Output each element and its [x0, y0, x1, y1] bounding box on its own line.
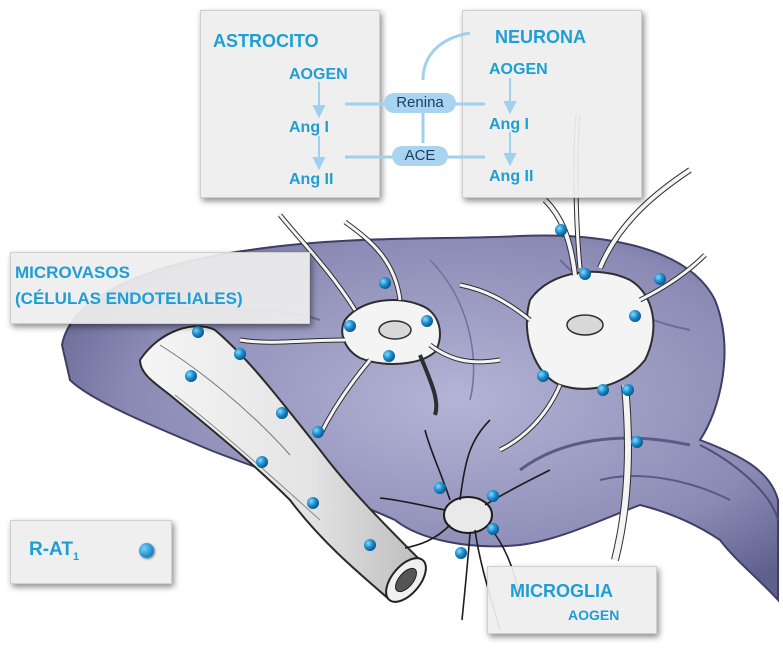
- receptor-dot: [579, 268, 591, 280]
- receptor-dot: [307, 497, 319, 509]
- microglia-title: MICROGLIA: [510, 581, 613, 602]
- astrocito-panel: ASTROCITO AOGEN Ang I Ang II: [200, 10, 380, 198]
- receptor-dot: [364, 539, 376, 551]
- receptor-dot: [455, 547, 467, 559]
- microglia-panel: MICROGLIA AOGEN: [487, 566, 657, 634]
- neurona-aogen: AOGEN: [489, 61, 548, 79]
- astrocito-aogen: AOGEN: [289, 66, 348, 84]
- legend-receptor-dot: [139, 543, 154, 558]
- receptor-dot: [487, 490, 499, 502]
- legend-label: R-AT1: [29, 539, 79, 561]
- receptor-dot: [256, 456, 268, 468]
- microvasos-panel: MICROVASOS (CÉLULAS ENDOTELIALES): [10, 252, 310, 324]
- legend-label-subscript: 1: [73, 551, 79, 563]
- microvasos-title: MICROVASOS: [15, 263, 130, 283]
- receptor-dot: [344, 320, 356, 332]
- ace-enzyme: ACE: [392, 146, 448, 166]
- receptor-dot: [537, 370, 549, 382]
- receptor-dot: [631, 436, 643, 448]
- receptor-dot: [234, 348, 246, 360]
- neurona-panel: NEURONA AOGEN Ang I Ang II: [462, 10, 642, 198]
- microglia-aogen: AOGEN: [568, 607, 619, 623]
- astrocito-title: ASTROCITO: [213, 31, 319, 52]
- astrocito-ang2: Ang II: [289, 171, 333, 189]
- receptor-dot: [312, 426, 324, 438]
- neurona-ang1: Ang I: [489, 116, 529, 134]
- neurona-title: NEURONA: [495, 27, 586, 48]
- neurona-ang2: Ang II: [489, 168, 533, 186]
- receptor-dot: [622, 384, 634, 396]
- receptor-dot: [629, 310, 641, 322]
- renina-enzyme: Renina: [384, 93, 456, 113]
- receptor-dot: [597, 384, 609, 396]
- receptor-dot: [383, 350, 395, 362]
- receptor-dot: [276, 407, 288, 419]
- receptor-dot: [379, 277, 391, 289]
- astrocito-ang1: Ang I: [289, 119, 329, 137]
- receptor-dot: [185, 370, 197, 382]
- microvasos-subtitle: (CÉLULAS ENDOTELIALES): [15, 289, 243, 309]
- legend-label-text: R-AT: [29, 539, 73, 560]
- legend-panel: R-AT1: [10, 520, 172, 584]
- receptor-dot: [192, 326, 204, 338]
- receptor-dot: [421, 315, 433, 327]
- receptor-dot: [654, 273, 666, 285]
- receptor-dot: [434, 482, 446, 494]
- receptor-dot: [555, 224, 567, 236]
- receptor-dot: [487, 523, 499, 535]
